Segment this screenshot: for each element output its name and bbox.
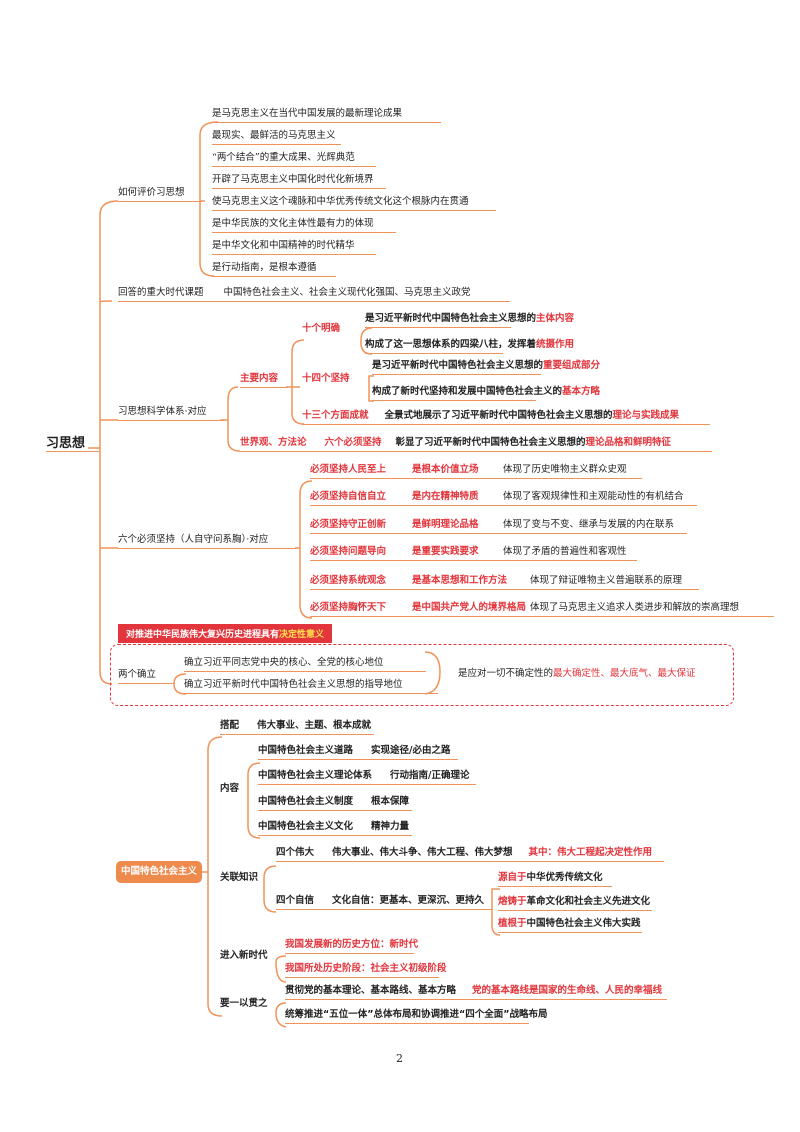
six-role: 是内在精神特质	[412, 491, 479, 502]
new-era-node: 进入新时代	[220, 950, 268, 961]
evaluate-item: 是马克思主义在当代中国发展的最新理论成果	[212, 107, 441, 123]
six-row: 必须坚持系统观念 是基本思想和工作方法 体现了辩证唯物主义普遍联系的原理	[310, 574, 699, 590]
six-embodiment: 体现了马克思主义追求人类进步和解放的崇高理想	[530, 602, 740, 613]
establishment-item: 确立习近平新时代中国特色社会主义思想的指导地位	[184, 678, 438, 694]
consistent-node: 要一以贯之	[220, 998, 268, 1009]
new-era-item: 我国所处历史阶段：社会主义初级阶段	[285, 962, 447, 978]
establishment-meaning: 是应对一切不确定性的最大确定性、最大底气、最大保证	[458, 668, 696, 679]
six-row: 必须坚持人民至上 是根本价值立场 体现了历史唯物主义群众史观	[310, 463, 642, 479]
question-value: 中国特色社会主义、社会主义现代化强国、马克思主义政党	[223, 287, 471, 298]
related-node: 关联知识	[220, 872, 259, 883]
six-embodiment: 体现了变与不变、继承与发展的内在联系	[503, 519, 675, 530]
four-great-node: 四个伟大伟大事业、伟大斗争、伟大工程、伟大梦想其中：伟大工程起决定性作用	[276, 846, 664, 862]
establishment-item: 确立习近平同志党中央的核心、全党的核心地位	[184, 656, 426, 672]
six-role: 是重要实践要求	[412, 546, 479, 557]
evaluate-item: 是行动指南，是根本遵循	[212, 261, 336, 277]
content-row: 中国特色社会主义制度根本保障	[258, 795, 412, 811]
six-row: 必须坚持问题导向 是重要实践要求 体现了矛盾的普遍性和客观性	[310, 545, 637, 561]
six-role: 是根本价值立场	[412, 464, 479, 475]
consistent-item: 贯彻党的基本理论、基本路线、基本方略党的基本路线是国家的生命线、人民的幸福线	[285, 984, 667, 1000]
six-row: 必须坚持胸怀天下 是中国共产党人的境界格局体现了马克思主义追求人类进步和解放的崇高…	[310, 601, 774, 617]
evaluate-item: 最现实、最鲜活的马克思主义	[212, 129, 341, 145]
two-establishments-node: 两个确立	[118, 668, 174, 684]
content-row: 中国特色社会主义理论体系行动指南/正确理论	[258, 769, 476, 785]
six-embodiment: 体现了历史唯物主义群众史观	[503, 464, 627, 475]
six-branch: 六个必须坚持（人自守问系胸）·对应	[118, 533, 297, 549]
ten-item: 构成了这一思想体系的四梁八柱，发挥着统摄作用	[365, 338, 574, 354]
six-role: 是基本思想和工作方法	[412, 575, 508, 586]
evaluate-item: 是中华文化和中国精神的时代精华	[212, 239, 376, 255]
socialism-node: 中国特色社会主义	[116, 861, 202, 883]
consistent-item: 统筹推进“五位一体”总体布局和协调推进“四个全面”战略布局	[285, 1008, 547, 1024]
match-node: 搭配伟大事业、主题、根本成就	[220, 719, 374, 735]
six-embodiment: 体现了客观规律性和主观能动性的有机结合	[503, 491, 684, 502]
question-label: 回答的重大时代课题	[118, 287, 204, 298]
content-row: 中国特色社会主义文化精神力量	[258, 820, 412, 836]
two-establishments-box	[110, 644, 734, 706]
content-node: 内容	[220, 783, 240, 794]
new-era-item: 我国发展新的历史方位：新时代	[285, 938, 418, 954]
ten-item: 是习近平新时代中国特色社会主义思想的主体内容	[365, 312, 574, 328]
six-embodiment: 体现了辩证唯物主义普遍联系的原理	[530, 575, 683, 586]
thirteen-achievements: 十三个方面成就全景式地展示了习近平新时代中国特色社会主义思想的理论与实践成果	[302, 409, 710, 425]
fourteen-adherences: 十四个坚持	[302, 373, 350, 384]
six-embodiment: 体现了矛盾的普遍性和客观性	[503, 546, 627, 557]
fourteen-item: 是习近平新时代中国特色社会主义思想的重要组成部分	[372, 359, 600, 375]
evaluate-item: 开辟了马克思主义中国化时代化新境界	[212, 173, 386, 189]
significance-banner: 对推进中华民族伟大复兴历史进程具有决定性意义	[118, 624, 333, 643]
ten-clarifications: 十个明确	[302, 323, 341, 334]
six-principle: 必须坚持胸怀天下	[310, 602, 387, 613]
culture-source: 植根于中国特色社会主义伟大实践	[498, 917, 642, 933]
culture-source: 熔铸于革命文化和社会主义先进文化	[498, 895, 652, 911]
evaluate-item: 使马克思主义这个魂脉和中华优秀传统文化这个根脉内在贯通	[212, 195, 496, 211]
six-principle: 必须坚持系统观念	[310, 575, 387, 586]
worldview-node: 世界观、方法论六个必须坚持彰显了习近平新时代中国特色社会主义思想的理论品格和鲜明…	[240, 436, 712, 452]
content-row: 中国特色社会主义道路实现途径/必由之路	[258, 744, 458, 760]
four-confidence-node: 四个自信文化自信：更基本、更深沉、更持久	[276, 894, 492, 910]
page-number: 2	[396, 1052, 403, 1065]
main-content-node: 主要内容	[240, 372, 288, 388]
evaluate-item: “两个结合”的重大成果、光辉典范	[212, 151, 376, 167]
six-role: 是鲜明理论品格	[412, 519, 479, 530]
evaluate-item: 是中华民族的文化主体性最有力的体现	[212, 217, 396, 233]
six-principle: 必须坚持自信自立	[310, 491, 387, 502]
system-branch: 习思想科学体系·对应	[118, 405, 224, 421]
six-role: 是中国共产党人的境界格局	[412, 602, 527, 613]
six-principle: 必须坚持人民至上	[310, 464, 387, 475]
six-row: 必须坚持守正创新 是鲜明理论品格 体现了变与不变、继承与发展的内在联系	[310, 518, 687, 534]
six-principle: 必须坚持守正创新	[310, 519, 387, 530]
six-row: 必须坚持自信自立 是内在精神特质 体现了客观规律性和主观能动性的有机结合	[310, 490, 697, 506]
fourteen-item: 构成了新时代坚持和发展中国特色社会主义的基本方略	[372, 385, 600, 401]
evaluate-branch: 如何评价习思想	[118, 186, 202, 202]
question-branch: 回答的重大时代课题 中国特色社会主义、社会主义现代化强国、马克思主义政党	[118, 286, 510, 302]
root-node: 习思想	[46, 432, 100, 452]
culture-source: 源自于中华优秀传统文化	[498, 871, 612, 887]
six-principle: 必须坚持问题导向	[310, 546, 387, 557]
